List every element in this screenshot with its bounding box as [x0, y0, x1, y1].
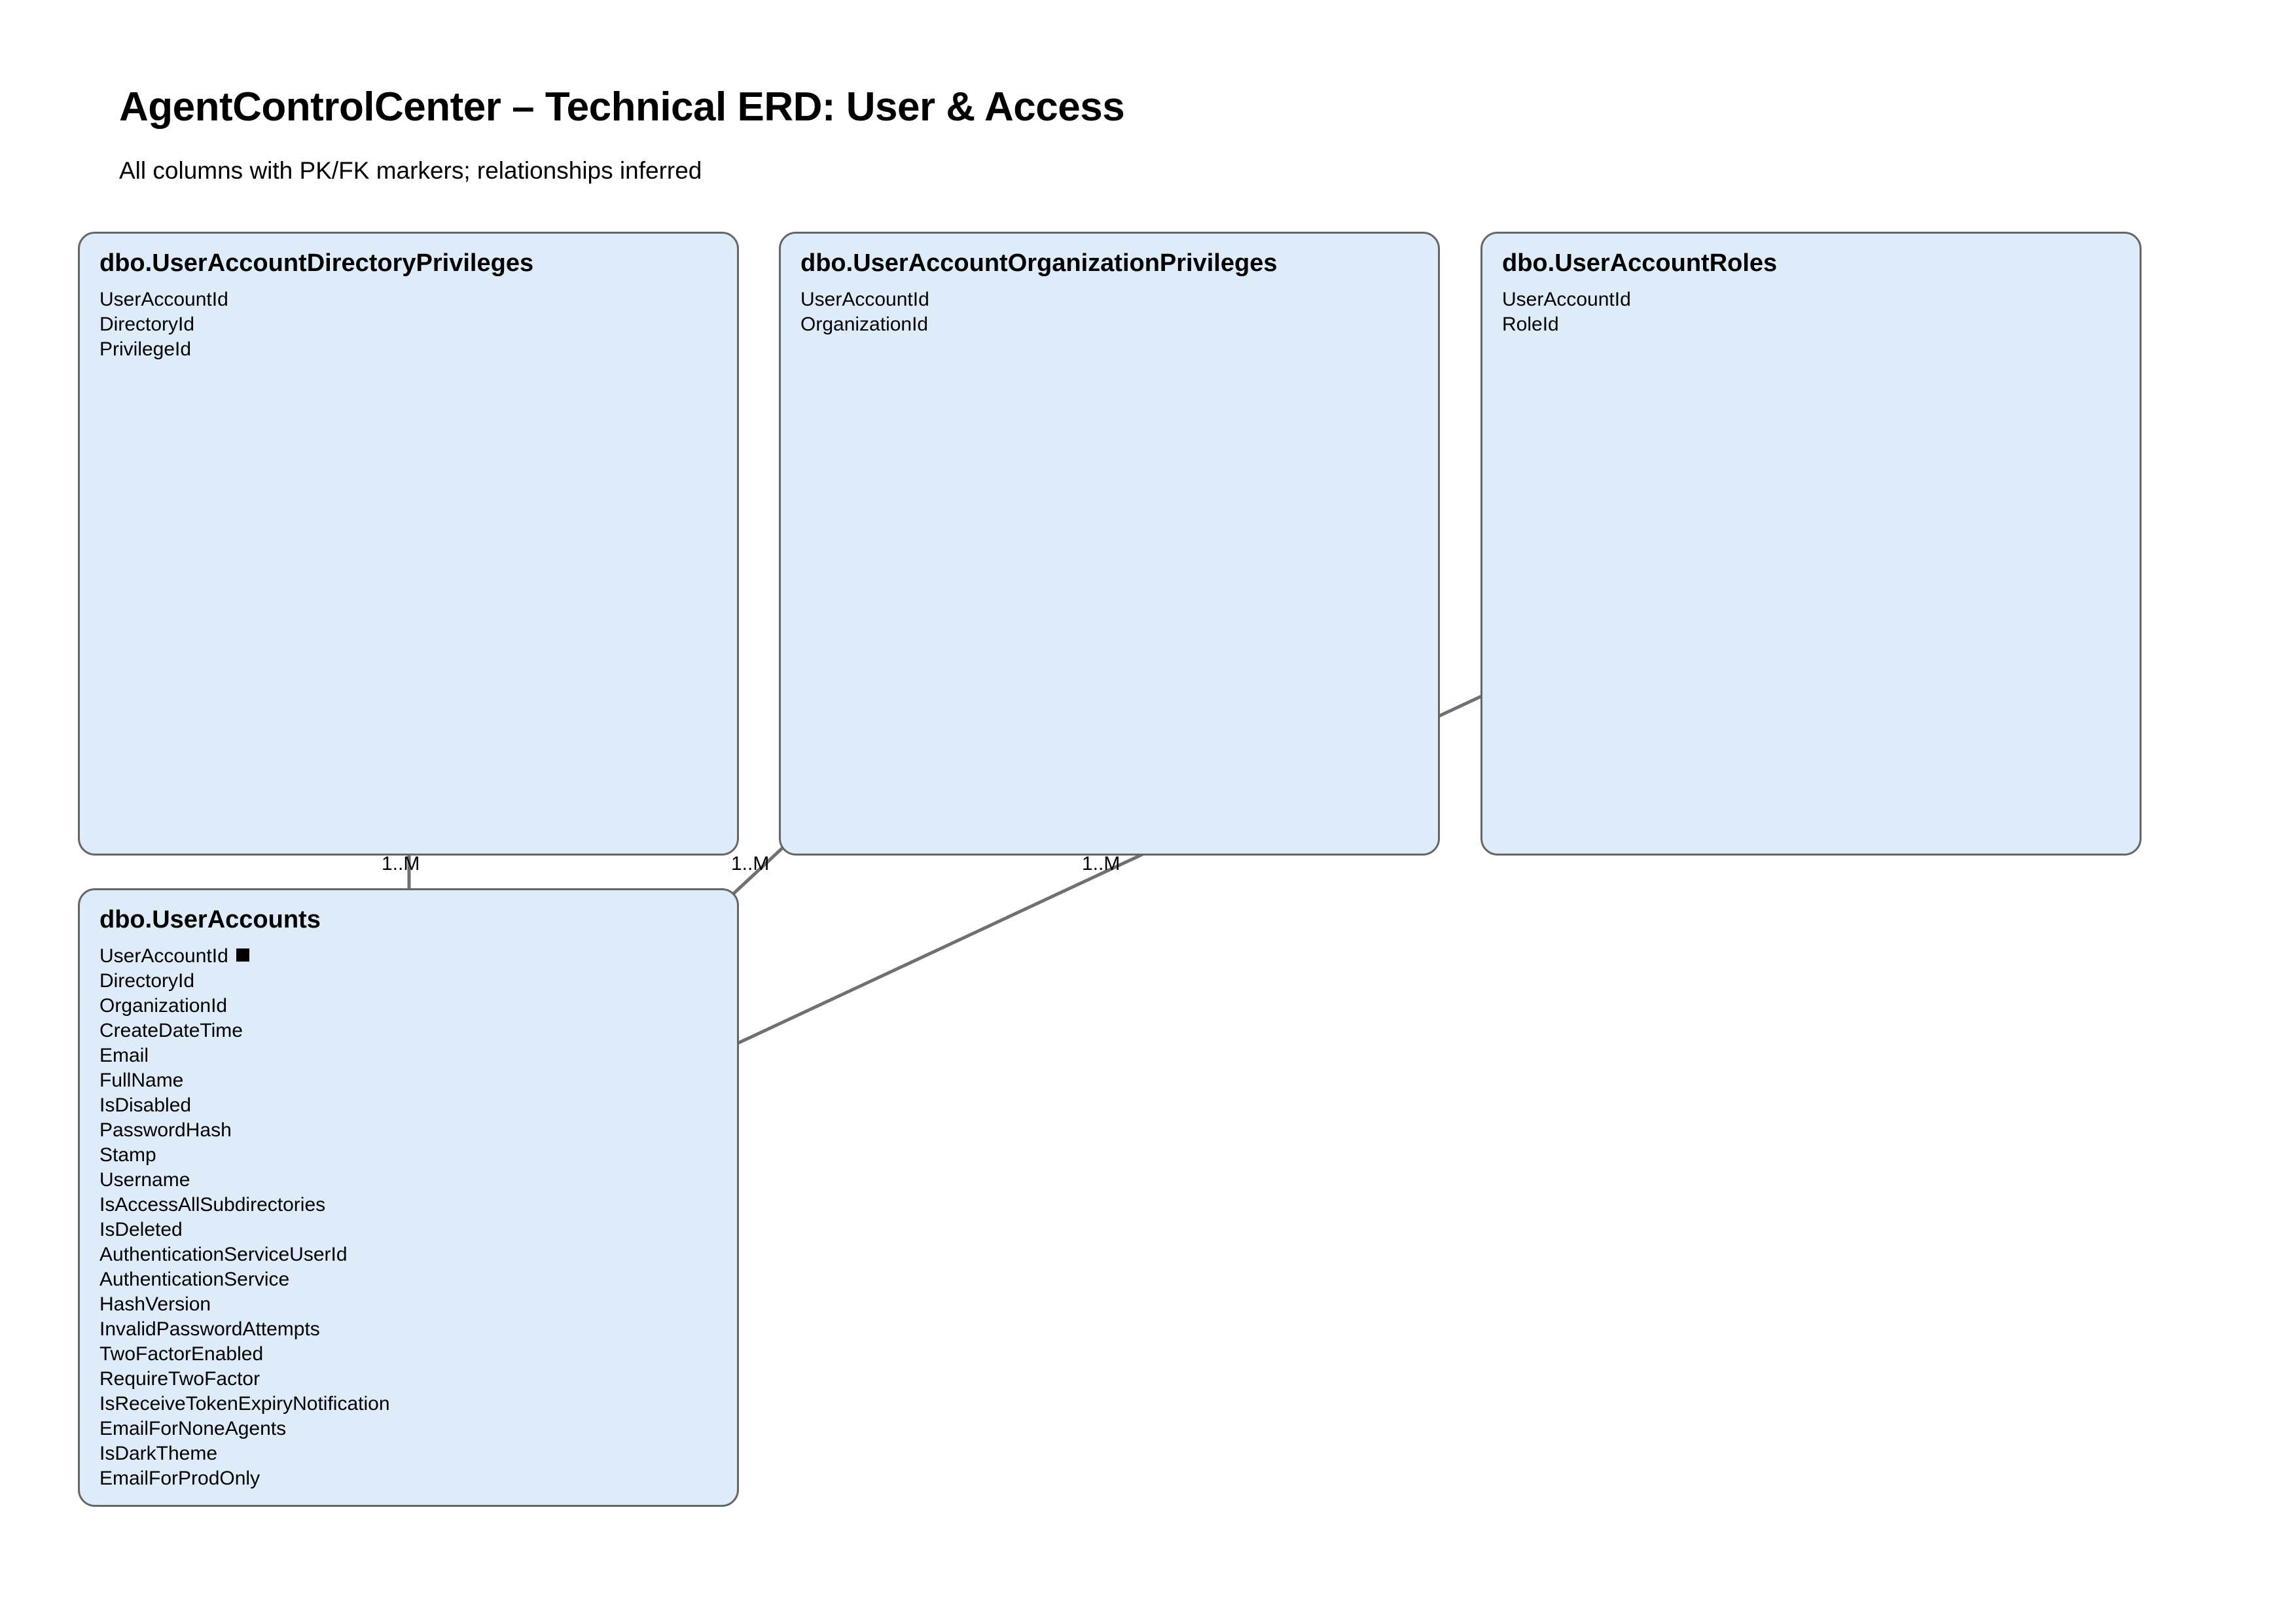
column-name: HashVersion [99, 1293, 211, 1315]
column-row: IsDarkTheme [99, 1441, 717, 1466]
column-row: TwoFactorEnabled [99, 1342, 717, 1367]
column-row: EmailForProdOnly [99, 1466, 717, 1491]
entity-user-account-roles[interactable]: dbo.UserAccountRoles UserAccountId RoleI… [1480, 232, 2142, 856]
entity-column-list: UserAccountId RoleId [1502, 287, 2120, 337]
entity-user-account-organization-privileges[interactable]: dbo.UserAccountOrganizationPrivileges Us… [779, 232, 1440, 856]
entity-user-accounts[interactable]: dbo.UserAccounts UserAccountId Directory… [78, 888, 739, 1507]
column-name: IsDisabled [99, 1094, 192, 1116]
entity-user-account-directory-privileges[interactable]: dbo.UserAccountDirectoryPrivileges UserA… [78, 232, 739, 856]
column-row: Username [99, 1168, 717, 1193]
page-title: AgentControlCenter – Technical ERD: User… [119, 84, 1125, 130]
column-row: HashVersion [99, 1292, 717, 1317]
column-name: UserAccountId [800, 288, 929, 310]
column-row: AuthenticationServiceUserId [99, 1242, 717, 1267]
column-name: IsDarkTheme [99, 1442, 218, 1464]
primary-key-marker-icon [236, 948, 249, 962]
column-name: IsDeleted [99, 1218, 183, 1240]
column-row: UserAccountId [800, 287, 1418, 312]
column-name: AuthenticationService [99, 1268, 290, 1290]
column-row: RequireTwoFactor [99, 1367, 717, 1392]
column-row: CreateDateTime [99, 1019, 717, 1043]
cardinality-label-roles: 1..M [1082, 853, 1121, 875]
column-row: DirectoryId [99, 312, 717, 337]
column-row: UserAccountId [1502, 287, 2120, 312]
column-name: UserAccountId [99, 288, 228, 310]
entity-column-list: UserAccountId DirectoryId PrivilegeId [99, 287, 717, 362]
column-name: OrganizationId [800, 313, 929, 335]
column-row: IsReceiveTokenExpiryNotification [99, 1392, 717, 1416]
column-name: RequireTwoFactor [99, 1367, 260, 1390]
column-name: DirectoryId [99, 969, 195, 992]
column-name: InvalidPasswordAttempts [99, 1318, 320, 1340]
column-row: AuthenticationService [99, 1267, 717, 1292]
column-name: Email [99, 1044, 149, 1066]
column-row: OrganizationId [99, 994, 717, 1019]
column-name: Username [99, 1168, 190, 1191]
column-name: UserAccountId [99, 945, 228, 967]
column-row: RoleId [1502, 312, 2120, 337]
entity-column-list: UserAccountId DirectoryId OrganizationId… [99, 944, 717, 1491]
column-name: UserAccountId [1502, 288, 1631, 310]
column-row: IsAccessAllSubdirectories [99, 1193, 717, 1218]
column-name: PrivilegeId [99, 338, 192, 360]
column-row: PrivilegeId [99, 337, 717, 362]
column-name: IsAccessAllSubdirectories [99, 1193, 326, 1216]
column-name: AuthenticationServiceUserId [99, 1243, 348, 1265]
column-name: OrganizationId [99, 994, 228, 1017]
column-name: CreateDateTime [99, 1019, 243, 1041]
cardinality-label-directory-privileges: 1..M [382, 853, 420, 875]
column-row: Stamp [99, 1143, 717, 1168]
entity-title: dbo.UserAccounts [99, 906, 321, 933]
entity-title: dbo.UserAccountOrganizationPrivileges [800, 249, 1278, 277]
column-row: EmailForNoneAgents [99, 1416, 717, 1441]
column-name: EmailForProdOnly [99, 1467, 260, 1489]
column-name: EmailForNoneAgents [99, 1417, 287, 1439]
column-row: DirectoryId [99, 969, 717, 994]
column-row: IsDisabled [99, 1093, 717, 1118]
column-name: FullName [99, 1069, 184, 1091]
column-name: Stamp [99, 1144, 156, 1166]
column-name: PasswordHash [99, 1119, 232, 1141]
column-name: TwoFactorEnabled [99, 1343, 264, 1365]
column-row: IsDeleted [99, 1218, 717, 1242]
entity-title: dbo.UserAccountDirectoryPrivileges [99, 249, 534, 277]
column-row: FullName [99, 1068, 717, 1093]
column-row: InvalidPasswordAttempts [99, 1317, 717, 1342]
column-name: DirectoryId [99, 313, 195, 335]
column-row: Email [99, 1043, 717, 1068]
column-name: RoleId [1502, 313, 1559, 335]
page-subtitle: All columns with PK/FK markers; relation… [119, 157, 702, 184]
entity-column-list: UserAccountId OrganizationId [800, 287, 1418, 337]
entity-title: dbo.UserAccountRoles [1502, 249, 1778, 277]
column-row: PasswordHash [99, 1118, 717, 1143]
column-row: OrganizationId [800, 312, 1418, 337]
column-name: IsReceiveTokenExpiryNotification [99, 1392, 390, 1415]
column-row: UserAccountId [99, 944, 717, 969]
column-row: UserAccountId [99, 287, 717, 312]
cardinality-label-organization-privileges: 1..M [731, 853, 770, 875]
